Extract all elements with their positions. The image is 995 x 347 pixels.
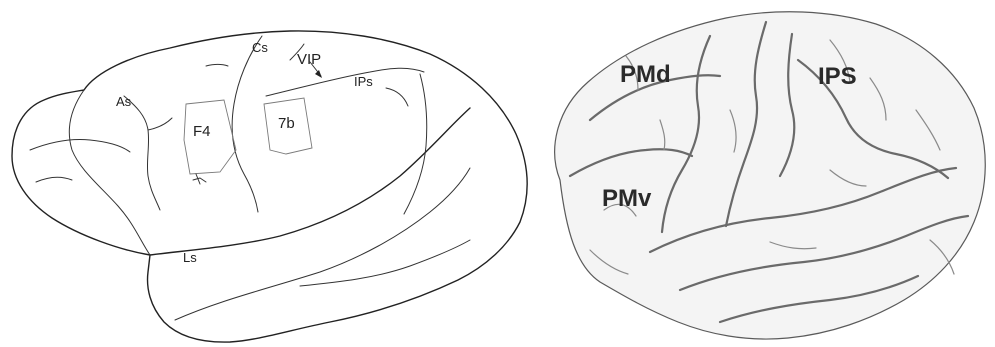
arcuate-inferior-spur xyxy=(193,174,206,184)
inferior-temporal-sulcus xyxy=(175,168,470,320)
vip-arrow-head xyxy=(315,70,322,78)
intraparietal-sulcus xyxy=(266,68,424,96)
principal-sulcus xyxy=(30,139,130,152)
label-ls: Ls xyxy=(183,250,197,265)
arcuate-spur xyxy=(148,118,172,130)
label-pmv: PMv xyxy=(602,185,652,212)
arcuate-sulcus xyxy=(124,96,160,210)
central-sulcus xyxy=(232,36,262,212)
label-ips-human: IPS xyxy=(818,63,857,90)
frontal-pole-line xyxy=(69,90,150,255)
monkey-brain-diagram: Cs VIP IPs As F4 7b Ls xyxy=(0,0,535,347)
lunate-sulcus xyxy=(404,74,427,214)
superior-temporal-line xyxy=(300,240,470,286)
orbital-line xyxy=(36,177,72,182)
monkey-brain-outline xyxy=(12,31,527,342)
label-as: As xyxy=(116,94,132,109)
label-f4: F4 xyxy=(193,123,211,140)
label-vip: VIP xyxy=(297,51,321,68)
superior-frontal-dimple xyxy=(206,65,228,67)
label-ips: IPs xyxy=(354,74,373,89)
label-7b: 7b xyxy=(278,115,295,132)
label-pmd: PMd xyxy=(620,61,671,88)
ips-posterior-branch xyxy=(386,88,408,106)
human-brain-render: PMd IPS PMv xyxy=(530,0,990,347)
label-cs: Cs xyxy=(252,40,268,55)
